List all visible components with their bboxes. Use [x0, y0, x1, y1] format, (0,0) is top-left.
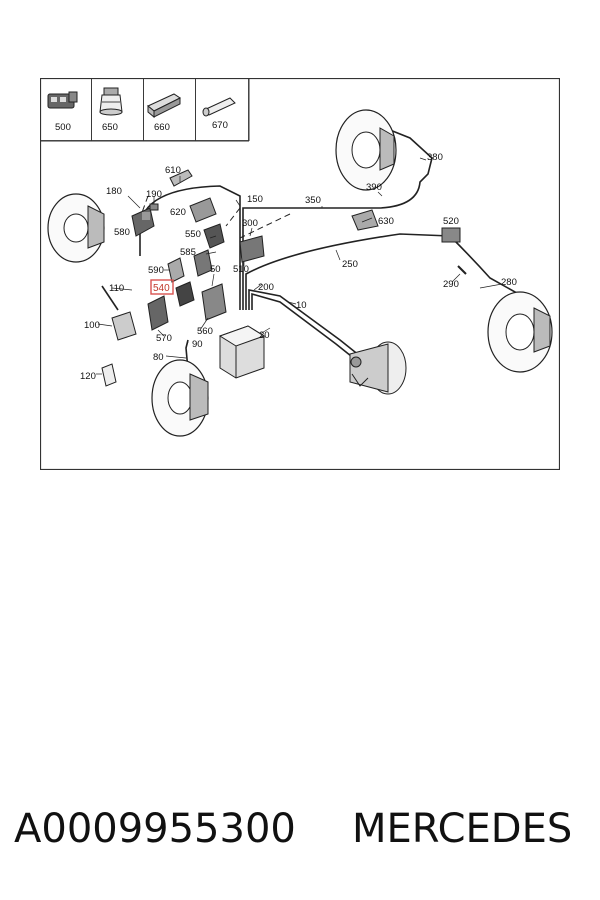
- callout-290: 290: [443, 279, 459, 290]
- pad-540-highlighted[interactable]: [175, 281, 195, 307]
- callout-280: 280: [501, 277, 517, 288]
- callout-90: 90: [192, 339, 203, 350]
- callout-620: 620: [170, 207, 186, 218]
- callout-380: 380: [427, 152, 443, 163]
- highlight-box-540: [150, 279, 174, 295]
- relay-block-icon: [47, 91, 78, 109]
- callout-110: 110: [109, 283, 124, 294]
- callout-10: 10: [296, 300, 307, 311]
- hose-clip-290: [457, 265, 467, 275]
- legend-cell-670[interactable]: 670: [195, 78, 249, 141]
- leader-lines: [96, 157, 503, 375]
- brake-line-20: [251, 292, 357, 361]
- caliper-560: [201, 283, 227, 321]
- sensor-610: [169, 169, 193, 187]
- callout-630: 630: [378, 216, 394, 227]
- callout-520: 520: [443, 216, 459, 227]
- callout-50: 50: [210, 264, 221, 275]
- pad-585: [193, 249, 213, 277]
- callout-190: 190: [146, 189, 162, 200]
- callout-550: 550: [185, 229, 201, 240]
- callout-560: 560: [197, 326, 213, 337]
- callout-200: 200: [258, 282, 274, 293]
- relay-520: [441, 227, 461, 243]
- bracket-630: [351, 209, 379, 231]
- callout-570: 570: [156, 333, 172, 344]
- callout-350: 350: [305, 195, 321, 206]
- callout-20: 20: [259, 330, 270, 341]
- callout-390: 390: [366, 182, 382, 193]
- callout-585: 585: [180, 247, 196, 258]
- sensor-120: [101, 363, 117, 387]
- callout-510: 510: [233, 264, 249, 275]
- brand-name: MERCEDES: [352, 806, 573, 852]
- brake-pad-580: [131, 207, 155, 237]
- relay-510: [239, 235, 265, 263]
- hex-spacer-icon: [147, 93, 181, 119]
- callout-300: 300: [242, 218, 258, 229]
- part-number: A0009955300: [14, 806, 296, 852]
- cylinder-pin-icon: [202, 97, 236, 117]
- callout-labels: 610 180 190 150 380 390 350 620 300 630 …: [80, 152, 517, 382]
- callout-80: 80: [153, 352, 164, 363]
- callout-150: 150: [247, 194, 263, 205]
- clip-190: [149, 203, 159, 211]
- callout-250: 250: [342, 259, 358, 270]
- parts-diagram: 500 650 660 670: [40, 78, 560, 470]
- caliper-620: [189, 197, 217, 223]
- callout-120: 120: [80, 371, 96, 382]
- legend-label-660: 660: [154, 122, 170, 133]
- legend-cell-660[interactable]: 660: [143, 78, 196, 141]
- callout-540: 540: [153, 283, 170, 294]
- callout-590: 590: [148, 265, 164, 276]
- brake-line-250: [245, 233, 541, 310]
- brake-disc-rear-right-lower: [487, 291, 553, 373]
- legend-label-670: 670: [212, 120, 228, 131]
- legend-cell-500[interactable]: 500: [40, 78, 92, 141]
- brake-disc-front-left: [47, 193, 105, 263]
- brake-disc-rear-left: [151, 359, 209, 437]
- abs-hydraulic-unit: [218, 325, 266, 379]
- connector-lines: [139, 195, 291, 239]
- callout-180: 180: [106, 186, 122, 197]
- brake-disc-rear-right: [335, 109, 397, 191]
- rubber-bushing-icon: [99, 87, 123, 116]
- pad-570: [147, 295, 169, 331]
- spring-550: [203, 223, 225, 249]
- brake-booster: [349, 341, 407, 395]
- callout-100: 100: [84, 320, 100, 331]
- brake-line-110: [101, 285, 119, 311]
- legend-label-500: 500: [55, 122, 71, 133]
- pad-590: [167, 257, 185, 283]
- bracket-100: [111, 311, 137, 341]
- callout-610: 610: [165, 165, 181, 176]
- legend-cell-650[interactable]: 650: [91, 78, 144, 141]
- brake-line-10: [248, 289, 361, 357]
- brake-line-350: [242, 129, 433, 310]
- diagram-border: [40, 78, 560, 470]
- legend-label-650: 650: [102, 122, 118, 133]
- part-caption: A0009955300 MERCEDES: [0, 800, 600, 870]
- diagram-canvas: 500 650 660 670: [40, 78, 560, 470]
- callout-580: 580: [114, 227, 130, 238]
